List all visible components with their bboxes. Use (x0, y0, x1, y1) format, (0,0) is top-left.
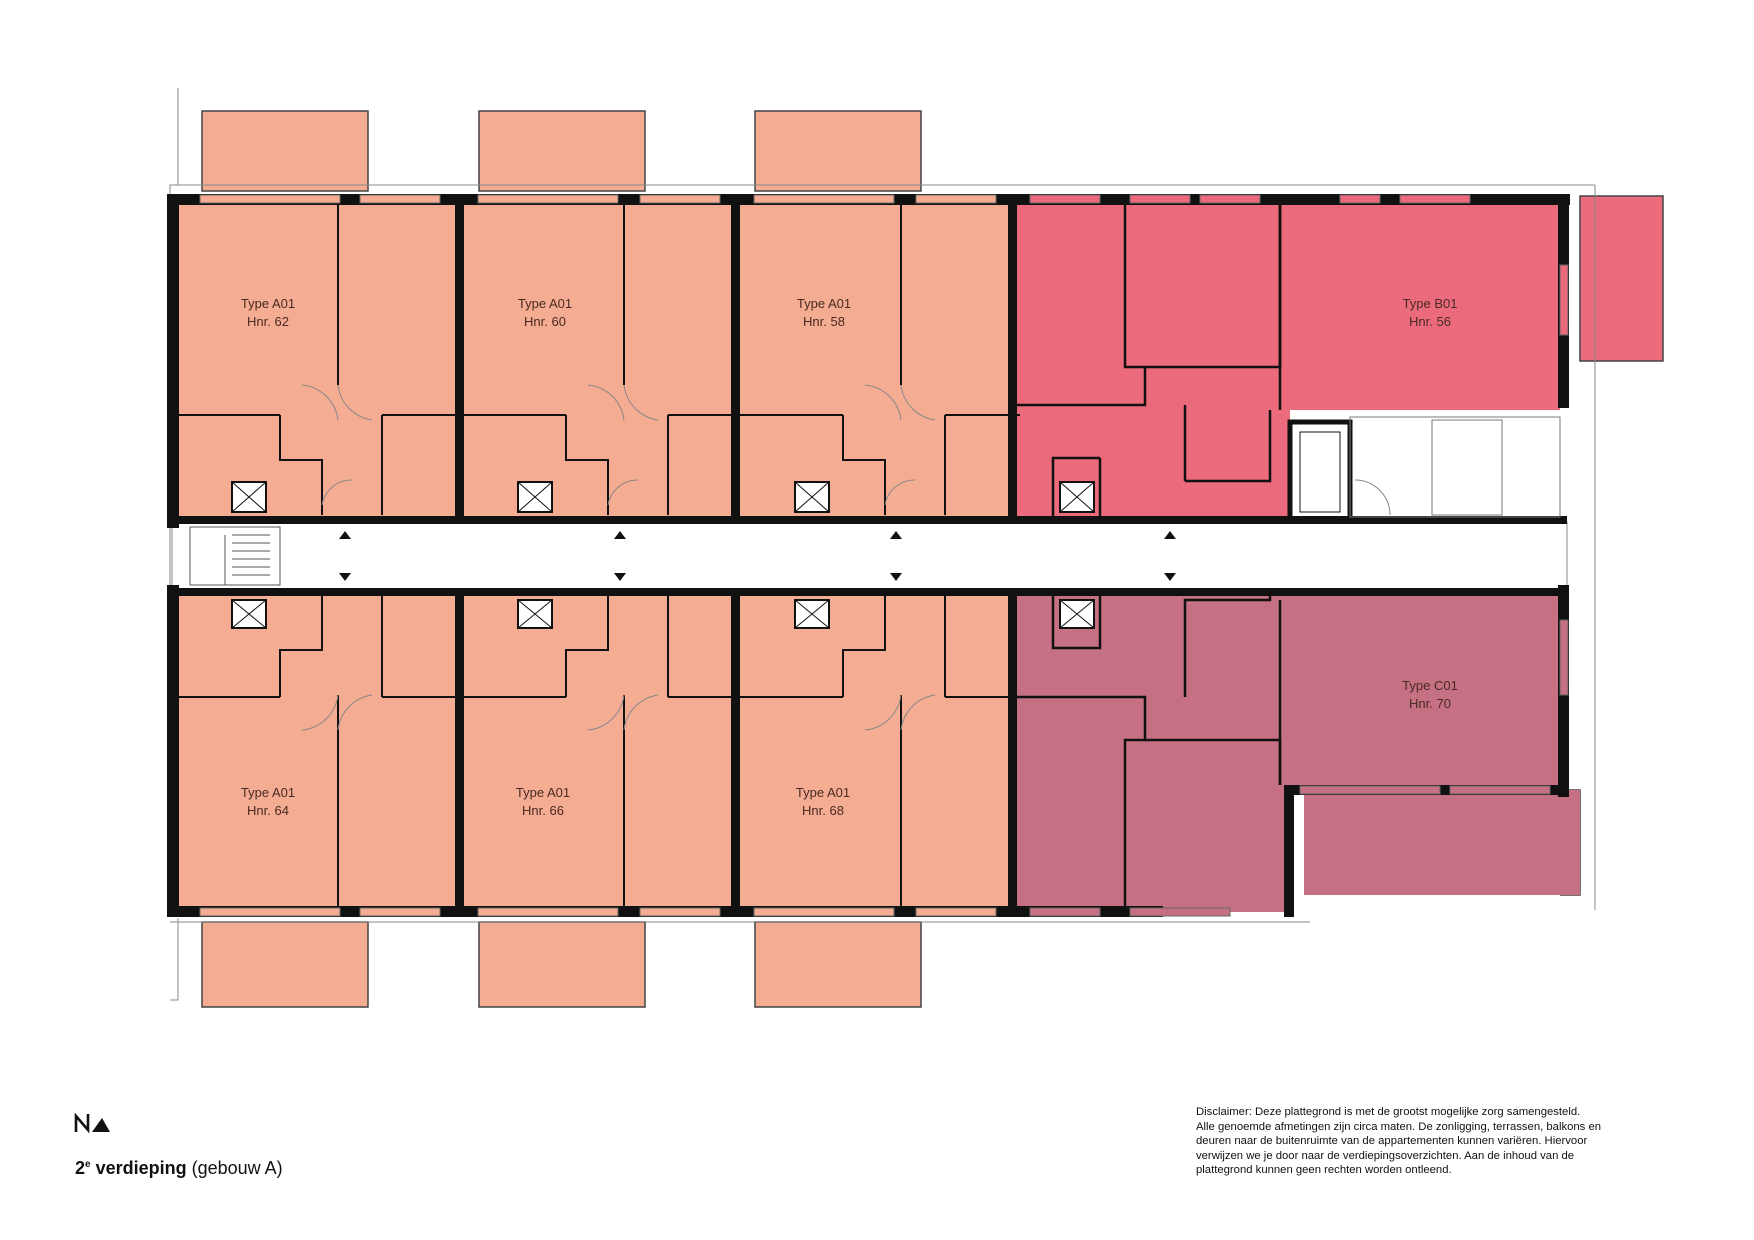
terrace-hnr-70-fill (1304, 790, 1580, 895)
bathroom-wall (842, 415, 886, 515)
door-swing (587, 384, 625, 421)
door-swing (587, 694, 625, 731)
label-hnr-58: Hnr. 58 (803, 314, 845, 329)
door-swing (337, 384, 373, 421)
label-hnr-68: Hnr. 68 (802, 803, 844, 818)
balcony-hnr-58 (754, 110, 922, 192)
shaft-cross (1059, 599, 1095, 629)
door-swing (623, 694, 659, 731)
label-type-60: Type A01 (518, 296, 572, 311)
disclaimer-line: Alle genoemde afmetingen zijn circa mate… (1196, 1120, 1602, 1133)
interior-walls (177, 205, 1020, 906)
label-hnr-66: Hnr. 66 (522, 803, 564, 818)
bathroom-wall (279, 596, 323, 697)
windows-b01 (1029, 194, 1569, 336)
disclaimer: Disclaimer: Deze plattegrond is met de g… (1196, 1105, 1696, 1178)
entry-arrow-up (339, 531, 351, 539)
balconies-bottom (201, 921, 922, 1008)
balcony-hnr-64 (201, 921, 369, 1008)
floor-number: 2 (75, 1158, 86, 1178)
shaft-cross (517, 599, 553, 629)
unit-fills (172, 198, 1580, 912)
unit-hnr-60 (458, 198, 735, 522)
label-type-62: Type A01 (241, 296, 295, 311)
bathroom-wall (565, 596, 609, 697)
shaft-cross (794, 481, 830, 513)
label-hnr-56: Hnr. 56 (1409, 314, 1451, 329)
door-swing (301, 384, 339, 421)
windows (199, 194, 997, 917)
door-swing (884, 479, 916, 506)
building-name: (gebouw A) (186, 1158, 283, 1178)
unit-labels: Type A01 Hnr. 62 Type A01 Hnr. 60 Type A… (241, 296, 1458, 818)
floor-word: verdieping (90, 1158, 187, 1178)
entry-arrows (339, 531, 1176, 581)
entry-arrow-down (614, 573, 626, 581)
balconies-top (201, 110, 922, 192)
floor-sup: e (85, 1159, 91, 1170)
unit-hnr-68 (735, 590, 1012, 912)
shaft-cross (1059, 481, 1095, 513)
windows-c01 (1029, 619, 1569, 917)
entry-arrow-down (1164, 573, 1176, 581)
label-type-70: Type C01 (1402, 678, 1458, 693)
west-stair (189, 526, 281, 586)
balcony-hnr-60 (478, 110, 646, 192)
corridor (171, 521, 1568, 591)
label-type-66: Type A01 (516, 785, 570, 800)
unit-hnr-66 (458, 590, 735, 912)
bathroom-wall (279, 415, 323, 515)
label-type-68: Type A01 (796, 785, 850, 800)
shaft-cross (794, 599, 830, 629)
shaft-cross (231, 481, 267, 513)
shafts (231, 481, 1095, 629)
entry-arrow-up (890, 531, 902, 539)
bathroom-wall (842, 596, 886, 697)
door-swing (900, 694, 936, 731)
core-details (1287, 416, 1561, 523)
entry-arrow-up (614, 531, 626, 539)
balcony-hnr-68 (754, 921, 922, 1008)
shaft-cross (231, 599, 267, 629)
unit-hnr-62 (172, 198, 458, 522)
label-hnr-64: Hnr. 64 (247, 803, 289, 818)
balcony-hnr-66 (478, 921, 646, 1008)
disclaimer-line: deuren naar de buitenruimte van de appar… (1196, 1135, 1588, 1147)
door-swing (623, 384, 659, 421)
balcony-hnr-56 (1579, 195, 1664, 362)
door-swing (321, 479, 353, 506)
entry-arrow-down (339, 573, 351, 581)
door-swing (607, 479, 639, 506)
entry-arrow-down (890, 573, 902, 581)
north-arrow-icon (74, 1112, 110, 1134)
disclaimer-line: verwijzen we je door naar de verdiepings… (1196, 1149, 1575, 1162)
label-type-64: Type A01 (241, 785, 295, 800)
shaft-cross (517, 481, 553, 513)
door-swing (864, 694, 902, 731)
label-type-56: Type B01 (1403, 296, 1458, 311)
door-swing (301, 694, 339, 731)
door-swing (337, 694, 373, 731)
unit-hnr-64 (172, 590, 458, 912)
bathroom-wall (565, 415, 609, 515)
interior-walls-b01-c01 (1012, 205, 1282, 912)
label-hnr-70: Hnr. 70 (1409, 696, 1451, 711)
label-hnr-62: Hnr. 62 (247, 314, 289, 329)
door-swing (864, 384, 902, 421)
disclaimer-line: plattegrond kunnen geen rechten worden o… (1196, 1164, 1452, 1176)
floor-title: 2e verdieping (gebouw A) (75, 1158, 283, 1179)
door-swing (900, 384, 936, 421)
disclaimer-line: Disclaimer: Deze plattegrond is met de g… (1196, 1106, 1581, 1118)
entry-arrow-up (1164, 531, 1176, 539)
unit-hnr-58 (735, 198, 1012, 522)
balcony-hnr-62 (201, 110, 369, 192)
label-hnr-60: Hnr. 60 (524, 314, 566, 329)
label-type-58: Type A01 (797, 296, 851, 311)
